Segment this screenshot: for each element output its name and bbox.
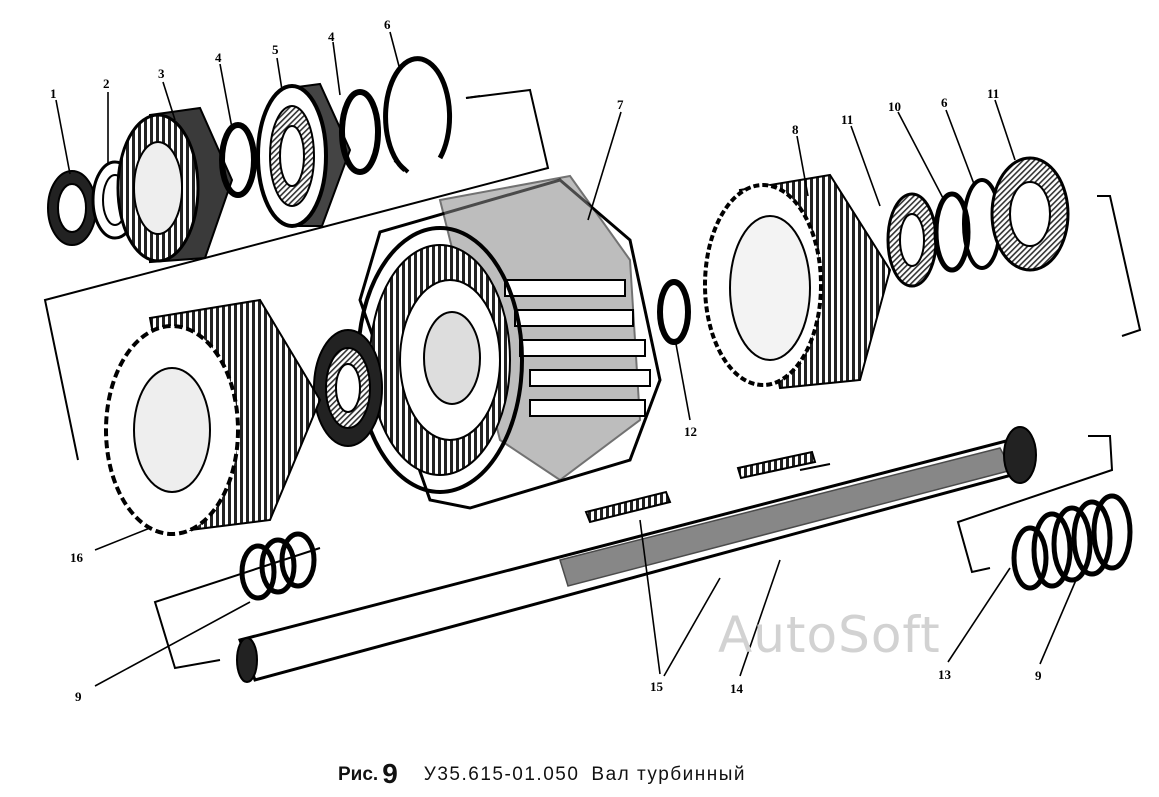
part-8-gear — [703, 173, 892, 390]
figure-title: Вал турбинный — [591, 764, 747, 785]
drum-bearing — [313, 329, 383, 447]
part-6-retaining-ring — [383, 56, 453, 174]
figure-label: Рис. — [338, 764, 379, 785]
callout-4-second: 4 — [328, 29, 335, 44]
part-14-turbine-shaft — [236, 426, 1037, 683]
figure-caption: Рис.9 У35.615-01.050 Вал турбинный — [338, 755, 747, 789]
part-12-ring — [657, 279, 691, 345]
part-11-bearing-left — [886, 192, 938, 288]
callout-12: 12 — [684, 424, 697, 439]
leader-lines — [55, 31, 1077, 687]
assembly-path-lines — [43, 88, 1142, 670]
part-code: У35.615-01.050 — [423, 764, 580, 785]
callout-9-second: 9 — [1035, 668, 1042, 683]
callout-11-second: 11 — [987, 86, 1000, 101]
callout-11: 11 — [841, 112, 854, 127]
part-16-gear — [104, 298, 322, 536]
part-11-bearing-right — [990, 156, 1070, 272]
watermark-text: AutoSoft — [718, 606, 941, 664]
callout-5: 5 — [272, 42, 279, 57]
callout-6: 6 — [384, 17, 391, 32]
part-7-clutch-drum — [356, 174, 662, 510]
callout-4: 4 — [215, 50, 222, 65]
part-5-bearing — [256, 82, 352, 228]
callout-15: 15 — [650, 679, 663, 694]
part-1-nut-ring — [47, 170, 97, 246]
part-9-rings-right — [1031, 493, 1133, 589]
part-9-rings-left — [239, 531, 317, 601]
figure-number: 9 — [382, 758, 398, 789]
part-4-snap-ring — [219, 122, 257, 198]
callout-14: 14 — [730, 681, 743, 696]
part-15-seal-strips — [584, 450, 817, 524]
part-4-snap-ring-second — [339, 89, 381, 175]
part-10-ring — [933, 191, 971, 273]
callout-10: 10 — [888, 99, 901, 114]
callout-7: 7 — [617, 97, 624, 112]
callout-16: 16 — [70, 550, 83, 565]
callout-13: 13 — [938, 667, 951, 682]
callout-6-second: 6 — [941, 95, 948, 110]
part-13-ring — [1011, 525, 1049, 591]
callout-3: 3 — [158, 66, 165, 81]
callout-8: 8 — [792, 122, 799, 137]
part-3-hub — [116, 106, 234, 264]
callout-9: 9 — [75, 689, 82, 704]
callout-2: 2 — [103, 76, 110, 91]
callout-1: 1 — [50, 86, 57, 101]
